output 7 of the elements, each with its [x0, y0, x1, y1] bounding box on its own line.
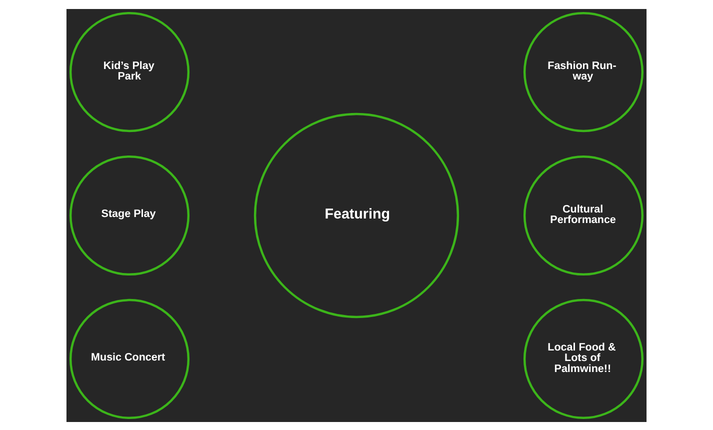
node-circle: Kid’s Play Park: [69, 11, 190, 132]
node-circle: Local Food & Lots of Palmwine!!: [523, 298, 644, 419]
node-circle: Cultural Performance: [523, 154, 644, 276]
node-circle: Featuring: [254, 112, 460, 318]
node-circle: Music Concert: [69, 298, 190, 419]
node-circle: Fashion Run-way: [523, 11, 644, 132]
node-circle: Stage Play: [69, 154, 190, 276]
